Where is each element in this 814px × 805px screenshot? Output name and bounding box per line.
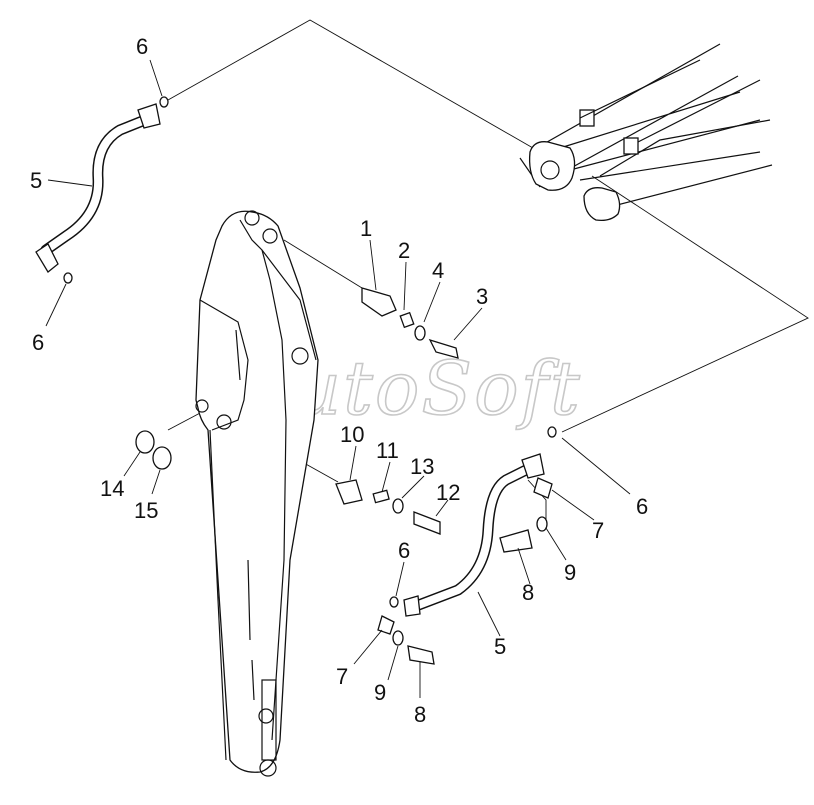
callout-5-left: 5 [30,168,42,193]
callout-6-mid: 6 [398,538,410,563]
callout-14: 14 [100,476,124,501]
callout-6-right: 6 [636,494,648,519]
callout-6-left: 6 [32,330,44,355]
callout-2: 2 [398,238,410,263]
callout-9-lower: 9 [374,680,386,705]
bolt-8-upper [499,529,533,553]
o-ring-6-mid [389,596,399,608]
callout-7-lower: 7 [336,664,348,689]
split-flange-7-lower [377,615,395,635]
bolt-3 [428,338,459,359]
callout-13: 13 [410,454,434,479]
washer-9-upper [536,516,548,532]
part-11 [372,489,390,504]
shim-14 [135,430,155,454]
o-ring-6-top [159,96,169,108]
bolt-12 [413,511,441,535]
callout-6-top: 6 [136,34,148,59]
washer-4 [414,325,426,341]
pin-10 [335,479,363,505]
callout-10: 10 [340,422,364,447]
callout-4: 4 [432,258,444,283]
callout-labels: 6 5 6 1 2 4 3 10 11 13 12 14 15 6 7 9 8 … [30,34,648,727]
callout-3: 3 [476,284,488,309]
split-flange-7-upper [533,477,553,499]
callout-7-upper: 7 [592,518,604,543]
shim-15 [152,446,172,470]
callout-8-lower: 8 [414,702,426,727]
arm-assembly [195,210,319,777]
hose-upper-left [35,103,161,273]
callout-12: 12 [436,480,460,505]
callout-15: 15 [134,498,158,523]
washer-9-lower [392,630,404,646]
hose-lower-right [403,453,545,617]
o-ring-6-left [63,272,73,284]
callout-5-right: 5 [494,634,506,659]
boom-assembly [519,43,773,222]
callout-1: 1 [360,216,372,241]
bolt-8-lower [407,645,435,665]
pin-1 [361,287,397,317]
hardware-parts [63,96,557,665]
callout-9-upper: 9 [564,560,576,585]
leader-lines [45,59,631,698]
washer-13 [392,498,404,514]
callout-11: 11 [376,438,399,463]
o-ring-6-lower [547,426,557,438]
callout-8-upper: 8 [522,580,534,605]
lock-plate-2 [399,311,415,329]
